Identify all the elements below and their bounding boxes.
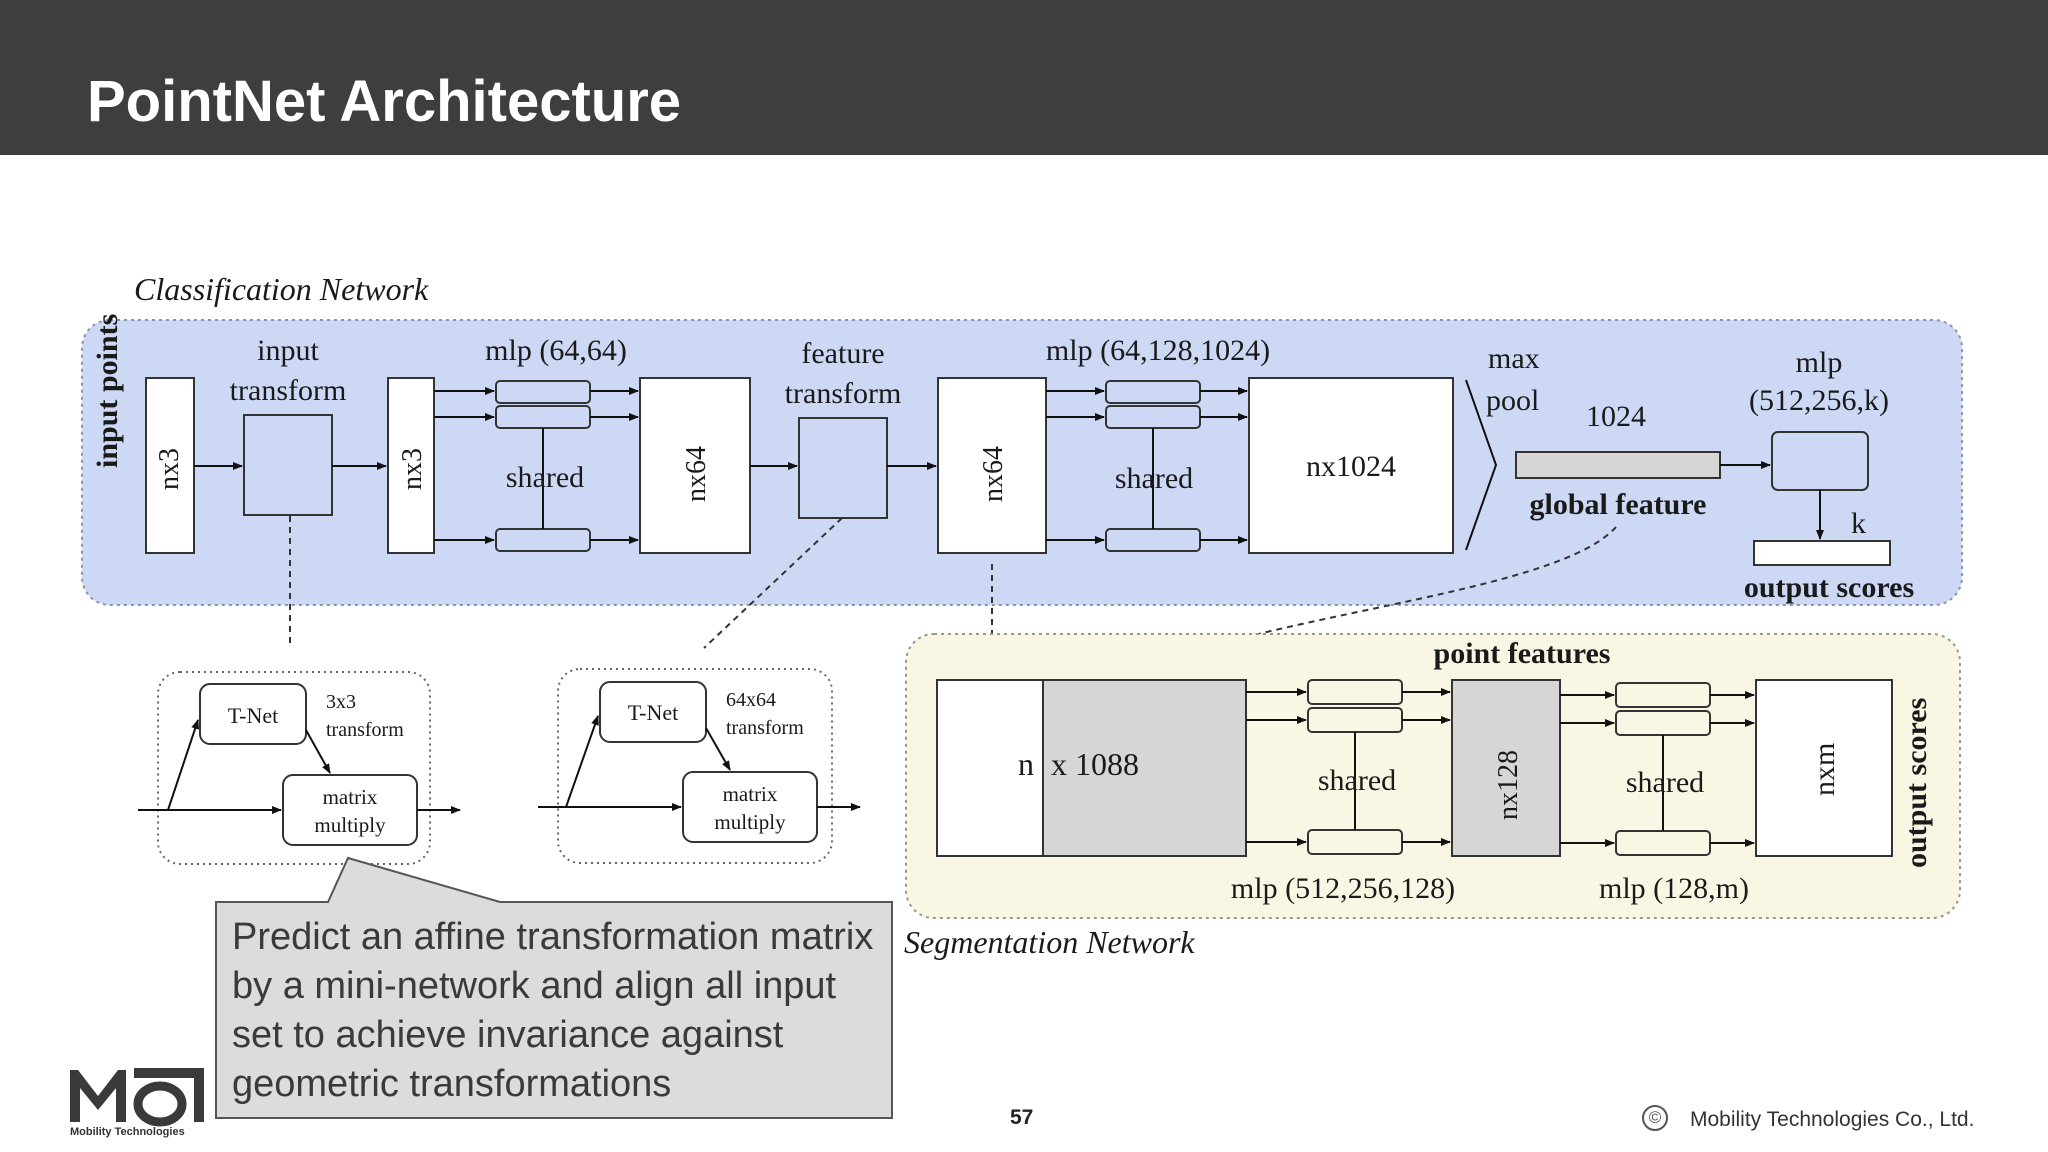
tnet3-matrix-1: matrix <box>323 785 378 809</box>
mot-logo-mark <box>70 1068 204 1127</box>
mlp5-label: mlp (128,m) <box>1599 872 1749 905</box>
mlp4-label: mlp (512,256,128) <box>1231 872 1455 905</box>
logo-caption: Mobility Technologies <box>70 1126 185 1138</box>
mlp5-unit-b <box>1615 710 1711 736</box>
nx64-transformed-label: nx64 <box>978 446 1009 502</box>
nx128-block <box>1451 679 1561 857</box>
mlp1-unit-c <box>495 528 591 552</box>
slide-header: PointNet Architecture <box>0 0 2048 155</box>
mlp4-unit-c <box>1307 829 1403 855</box>
output-scores-bar <box>1753 540 1891 566</box>
tnet64-matrix-2: multiply <box>714 810 786 834</box>
tnet3-matrix-2: multiply <box>314 813 386 837</box>
feature-transform-label-1: feature <box>801 337 884 370</box>
mlp3-box <box>1771 431 1869 491</box>
nx64-label: nx64 <box>681 446 712 502</box>
seg-output-scores-label: output scores <box>1900 698 1933 868</box>
tnet64-box <box>599 681 707 743</box>
nx1024-block <box>1248 377 1454 554</box>
mlp2-label: mlp (64,128,1024) <box>1046 334 1270 367</box>
tnet64-label: T-Net <box>628 700 679 725</box>
segmentation-arrows <box>1246 688 1755 847</box>
tnet64-matrix-1: matrix <box>723 782 778 806</box>
mlp5-unit-a <box>1615 682 1711 708</box>
mlp2-shared-label: shared <box>1115 462 1193 495</box>
nx64-block <box>639 377 751 554</box>
mlp2-unit-a <box>1105 380 1201 404</box>
tnet3-transform-2: transform <box>326 719 404 741</box>
nx64-transformed-block <box>937 377 1047 554</box>
mlp1-unit-b <box>495 405 591 429</box>
mlp4-shared-label: shared <box>1318 764 1396 797</box>
seg-n-block <box>936 679 1044 857</box>
input-transform-label-1: input <box>257 334 319 367</box>
copyright-icon: © <box>1642 1105 1668 1131</box>
mlp3-label-2: (512,256,k) <box>1749 384 1889 417</box>
input-points-label: input points <box>91 314 124 468</box>
mlp5-unit-c <box>1615 830 1711 856</box>
transformed-input-block <box>387 377 435 554</box>
mlp2-unit-c <box>1105 528 1201 552</box>
callout-text: Predict an affine transformation matrix … <box>232 916 874 1105</box>
slide-title: PointNet Architecture <box>87 69 682 134</box>
global-dim-label: 1024 <box>1586 400 1646 433</box>
tnet3-box <box>199 683 307 745</box>
tnet64-transform-1: 64x64 <box>726 689 776 711</box>
mlp3-label-1: mlp <box>1796 346 1843 379</box>
pool-label: pool <box>1486 384 1539 417</box>
tnet3-label: T-Net <box>228 703 279 728</box>
mlp2-unit-b <box>1105 405 1201 429</box>
input-block-label: nx3 <box>154 448 185 490</box>
nx1024-label: nx1024 <box>1306 450 1396 483</box>
nxm-label: nxm <box>1808 743 1841 796</box>
input-block <box>145 377 195 554</box>
point-features-label: point features <box>1434 637 1611 670</box>
segmentation-title: Segmentation Network <box>904 924 1195 960</box>
mlp5-shared-label: shared <box>1626 766 1704 799</box>
k-label: k <box>1851 507 1866 540</box>
output-scores-label: output scores <box>1744 571 1914 604</box>
max-label: max <box>1488 342 1540 375</box>
tnet3-transform-1: 3x3 <box>326 691 356 713</box>
copyright-text: Mobility Technologies Co., Ltd. <box>1690 1108 1975 1131</box>
page-number: 57 <box>1010 1106 1034 1129</box>
nxm-block <box>1755 679 1893 857</box>
global-feature-bar <box>1515 451 1721 479</box>
classification-arrows <box>194 387 1824 544</box>
mlp1-unit-a <box>495 380 591 404</box>
tnet64-transform-2: transform <box>726 717 804 739</box>
mlp4-unit-b <box>1307 707 1403 733</box>
input-transform-label-2: transform <box>230 374 347 407</box>
feature-transform-label-2: transform <box>785 377 902 410</box>
feature-transform-box <box>798 417 888 519</box>
input-transform-box <box>243 414 333 516</box>
classification-title: Classification Network <box>134 271 429 307</box>
max-pool-symbol <box>1465 379 1498 551</box>
callout-box <box>215 856 893 1119</box>
mlp1-label: mlp (64,64) <box>485 334 627 367</box>
mlp1-shared-label: shared <box>506 461 584 494</box>
transformed-input-label: nx3 <box>397 448 428 490</box>
global-feature-label: global feature <box>1530 488 1707 521</box>
seg-1088-block <box>1042 679 1247 857</box>
nx128-label: nx128 <box>1493 750 1524 820</box>
seg-n-label: n <box>1018 746 1034 782</box>
mlp4-unit-a <box>1307 679 1403 705</box>
seg-1088-label: x 1088 <box>1051 746 1139 782</box>
